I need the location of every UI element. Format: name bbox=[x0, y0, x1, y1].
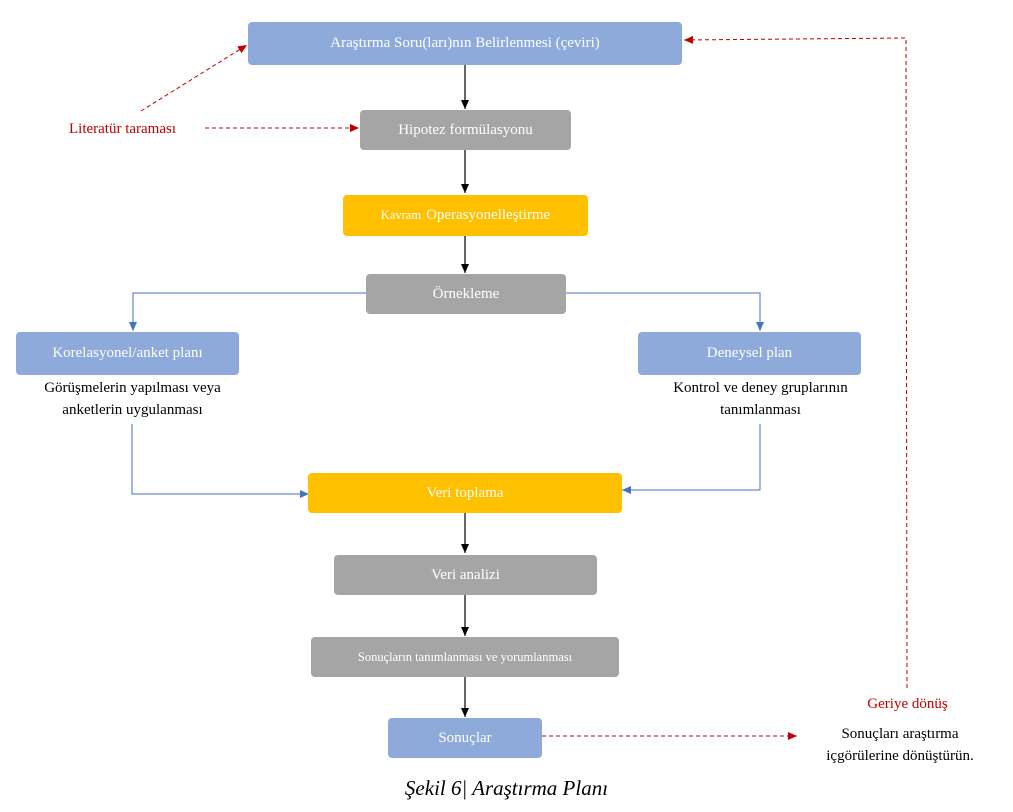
step-results: Sonuçlar bbox=[388, 718, 542, 758]
step-experimental-plan-label: Deneysel plan bbox=[706, 345, 793, 361]
dashed-feedback-loop bbox=[683, 35, 908, 689]
note-experimental-line1: Kontrol ve deney gruplarının bbox=[673, 380, 848, 396]
note-correlational: Görüşmelerin yapılması veya anketlerin u… bbox=[10, 377, 255, 421]
step-results-label: Sonuçlar bbox=[438, 729, 492, 746]
step-hypothesis: Hipotez formülasyonu bbox=[360, 110, 571, 150]
connector-sampling-to-experimental bbox=[566, 292, 764, 331]
step-correlational-plan: Korelasyonel/anket planı bbox=[16, 332, 239, 375]
note-correlational-line1: Görüşmelerin yapılması veya bbox=[44, 380, 221, 396]
note-experimental: Kontrol ve deney gruplarının tanımlanmas… bbox=[638, 377, 883, 421]
note-feedback-label: Geriye dönüş bbox=[820, 693, 995, 715]
step-interpretation-label: Sonuçların tanımlanması ve yorumlanması bbox=[357, 649, 573, 664]
note-feedback-line1: Sonuçları araştırma bbox=[841, 726, 959, 742]
figure-caption: Şekil 6| Araştırma Planı bbox=[404, 776, 609, 800]
step-data-collection: Veri toplama bbox=[308, 473, 622, 513]
note-correlational-line2: anketlerin uygulanması bbox=[62, 402, 203, 418]
dashed-literature-to-question bbox=[140, 44, 248, 112]
step-research-question-label: Araştırma Soru(ları)nın Belirlenmesi (çe… bbox=[330, 35, 600, 51]
note-literature-review: Literatür taraması bbox=[40, 118, 205, 140]
step-operationalization: Kavram Operasyonelleştirme bbox=[343, 195, 588, 236]
step-correlational-plan-label: Korelasyonel/anket planı bbox=[52, 345, 203, 361]
step-research-question: Araştırma Soru(ları)nın Belirlenmesi (çe… bbox=[248, 22, 682, 65]
note-literature-review-label: Literatür taraması bbox=[68, 121, 177, 137]
note-feedback-label-text: Geriye dönüş bbox=[867, 696, 948, 712]
step-operationalization-label: Operasyonelleştirme bbox=[426, 207, 551, 223]
step-interpretation: Sonuçların tanımlanması ve yorumlanması bbox=[311, 637, 619, 677]
connector-correlational-to-collection bbox=[131, 424, 309, 498]
step-hypothesis-label: Hipotez formülasyonu bbox=[398, 121, 533, 138]
step-data-analysis: Veri analizi bbox=[334, 555, 597, 595]
step-experimental-plan: Deneysel plan bbox=[638, 332, 861, 375]
connector-experimental-to-collection bbox=[622, 424, 761, 494]
note-experimental-line2: tanımlanması bbox=[720, 402, 801, 418]
note-feedback-line2: içgörülerine dönüştürün. bbox=[826, 748, 974, 764]
note-feedback-insights: Sonuçları araştırma içgörülerine dönüştü… bbox=[800, 723, 1000, 767]
step-operationalization-prefix: Kavram bbox=[380, 208, 422, 222]
step-data-collection-label: Veri toplama bbox=[426, 484, 504, 501]
step-sampling: Örnekleme bbox=[366, 274, 566, 314]
step-data-analysis-label: Veri analizi bbox=[431, 566, 500, 583]
step-sampling-label: Örnekleme bbox=[432, 285, 500, 302]
connector-sampling-to-correlational bbox=[129, 292, 366, 331]
